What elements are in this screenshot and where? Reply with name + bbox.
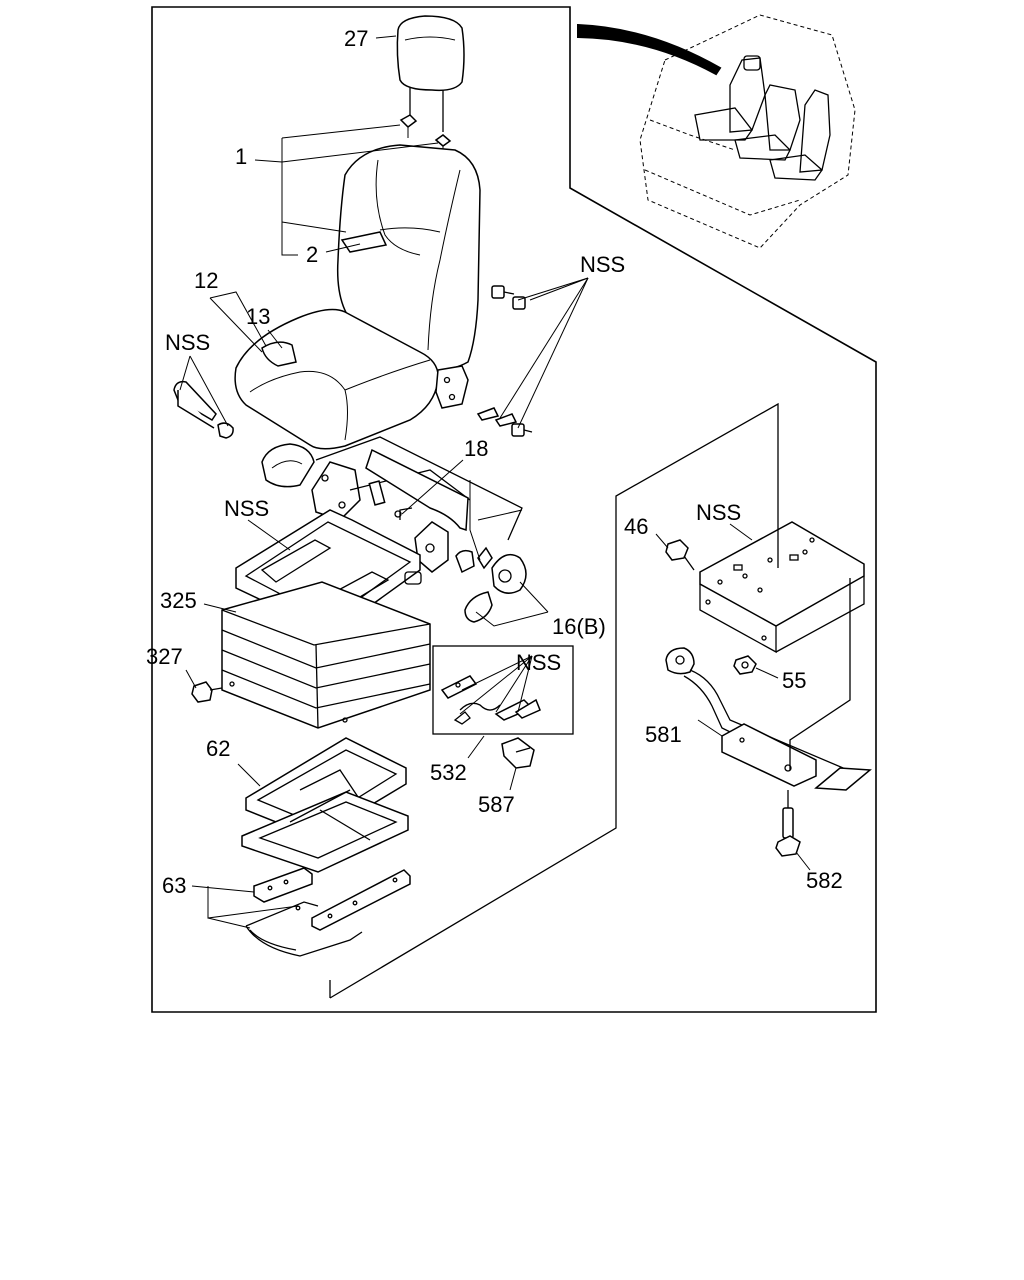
label-nss-frame: NSS — [224, 496, 269, 521]
label-nss-bracket: NSS — [696, 500, 741, 525]
nss-parts-box — [432, 645, 574, 735]
label-325: 325 — [160, 588, 197, 613]
mounting-bracket — [699, 521, 865, 654]
label-2: 2 — [306, 242, 318, 267]
part-labels: 27 1 2 12 13 NSS NSS 18 NSS 325 327 16(B… — [146, 26, 843, 898]
label-63: 63 — [162, 873, 186, 898]
suspension-boot — [221, 581, 431, 729]
label-582: 582 — [806, 868, 843, 893]
label-18: 18 — [464, 436, 488, 461]
leader-lines — [179, 35, 811, 929]
label-587: 587 — [478, 792, 515, 817]
diagram-border — [151, 6, 877, 1013]
truck-cab-inset — [577, 14, 856, 249]
nss-bolts-right — [476, 285, 533, 437]
label-581: 581 — [645, 722, 682, 747]
scissor-lift — [241, 737, 409, 873]
label-13: 13 — [246, 304, 270, 329]
bolt-582 — [775, 790, 801, 857]
nut-55 — [733, 655, 757, 675]
mount-bar-581 — [665, 647, 872, 791]
seat-rails — [245, 867, 411, 957]
label-55: 55 — [782, 668, 806, 693]
headrest — [396, 15, 465, 158]
label-12: 12 — [194, 268, 218, 293]
label-27: 27 — [344, 26, 368, 51]
label-532: 532 — [430, 760, 467, 785]
part-587 — [501, 737, 535, 769]
seat-back — [336, 144, 481, 372]
label-16b: 16(B) — [552, 614, 606, 639]
label-62: 62 — [206, 736, 230, 761]
label-1: 1 — [235, 144, 247, 169]
bolt-46 — [665, 539, 695, 571]
label-nss-left: NSS — [165, 330, 210, 355]
label-327: 327 — [146, 644, 183, 669]
bolt-327 — [191, 681, 223, 703]
seat-base-frame — [261, 436, 527, 623]
label-46: 46 — [624, 514, 648, 539]
subframe-outline — [329, 402, 851, 999]
label-nss-box: NSS — [516, 650, 561, 675]
seat-hinge-bracket — [435, 365, 469, 409]
nss-clip-left — [173, 380, 234, 439]
label-nss-right: NSS — [580, 252, 625, 277]
